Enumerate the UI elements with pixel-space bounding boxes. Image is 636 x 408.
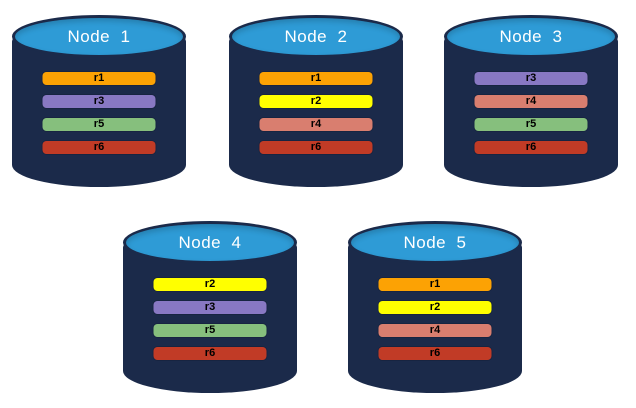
- replica-bar-r2: r2: [378, 301, 492, 314]
- replica-bar-r6: r6: [153, 347, 267, 360]
- node-cylinder-1: Node 1 r1 r3 r5 r6: [12, 15, 186, 187]
- replica-bar-r4: r4: [259, 118, 373, 131]
- replica-bar-list: r3 r4 r5 r6: [474, 72, 588, 154]
- node-cylinder-3: Node 3 r3 r4 r5 r6: [444, 15, 618, 187]
- node-cylinder-2: Node 2 r1 r2 r4 r6: [229, 15, 403, 187]
- replica-bar-r6: r6: [378, 347, 492, 360]
- replica-bar-list: r1 r2 r4 r6: [378, 278, 492, 360]
- replica-bar-list: r1 r2 r4 r6: [259, 72, 373, 154]
- replica-bar-r6: r6: [474, 141, 588, 154]
- replica-bar-r2: r2: [153, 278, 267, 291]
- node-title: Node 3: [499, 27, 563, 46]
- replica-bar-r6: r6: [259, 141, 373, 154]
- replica-bar-r1: r1: [42, 72, 156, 85]
- cylinder-body: [123, 242, 297, 393]
- replica-bar-list: r2 r3 r5 r6: [153, 278, 267, 360]
- node-title: Node 1: [67, 27, 131, 46]
- cylinder-body: [229, 36, 403, 187]
- cylinder-top-ellipse: [123, 221, 297, 264]
- cylinder-body: [444, 36, 618, 187]
- replica-bar-list: r1 r3 r5 r6: [42, 72, 156, 154]
- cylinder-top-ellipse: [12, 15, 186, 58]
- cylinder-top-ellipse: [444, 15, 618, 58]
- replica-bar-r2: r2: [259, 95, 373, 108]
- replica-bar-r1: r1: [378, 278, 492, 291]
- cylinder-top-ellipse: [348, 221, 522, 264]
- node-cylinder-4: Node 4 r2 r3 r5 r6: [123, 221, 297, 393]
- replica-bar-r4: r4: [474, 95, 588, 108]
- node-title: Node 4: [178, 233, 242, 252]
- replica-bar-r5: r5: [474, 118, 588, 131]
- cylinder-body: [12, 36, 186, 187]
- replica-bar-r3: r3: [474, 72, 588, 85]
- replica-bar-r1: r1: [259, 72, 373, 85]
- replica-bar-r5: r5: [42, 118, 156, 131]
- replica-bar-r6: r6: [42, 141, 156, 154]
- replica-bar-r4: r4: [378, 324, 492, 337]
- cylinder-top-ellipse: [229, 15, 403, 58]
- node-title: Node 5: [403, 233, 467, 252]
- cylinder-body: [348, 242, 522, 393]
- node-cylinder-5: Node 5 r1 r2 r4 r6: [348, 221, 522, 393]
- replica-bar-r5: r5: [153, 324, 267, 337]
- node-title: Node 2: [284, 27, 348, 46]
- replica-bar-r3: r3: [42, 95, 156, 108]
- replica-bar-r3: r3: [153, 301, 267, 314]
